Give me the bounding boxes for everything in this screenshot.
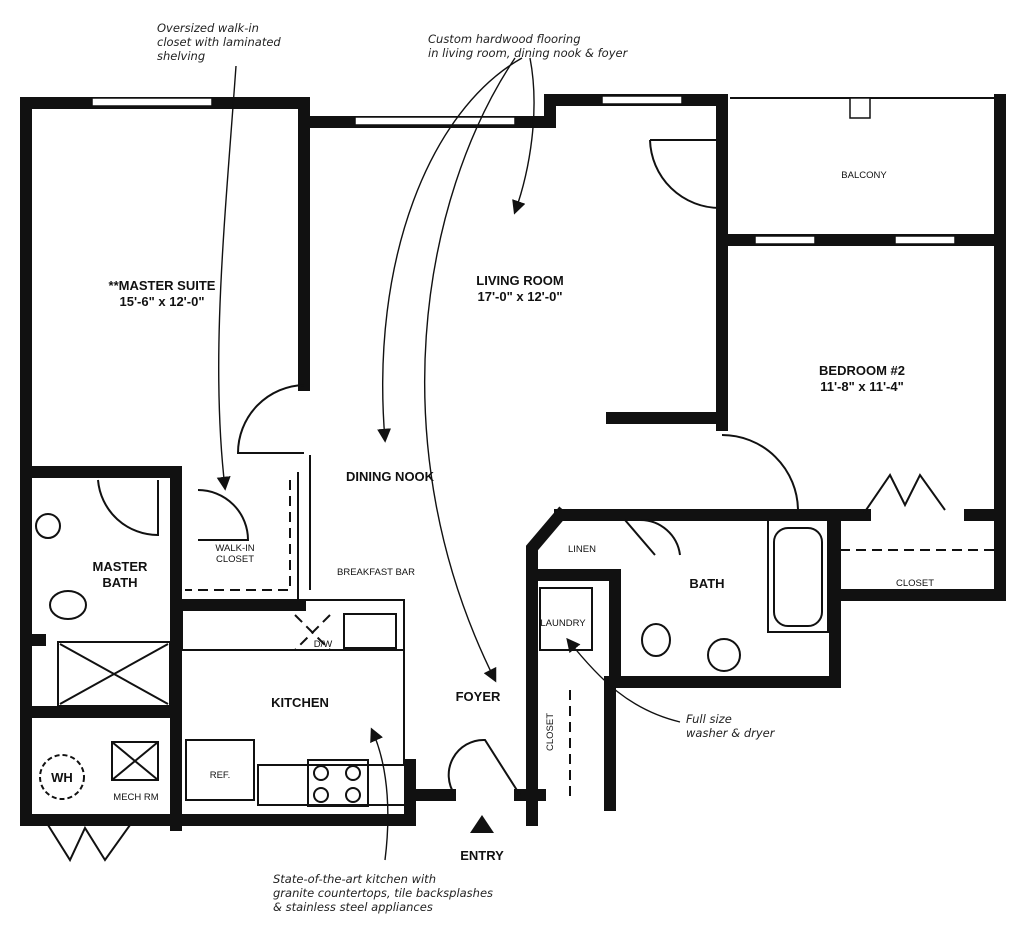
master-bath-label: MASTER [93, 559, 149, 574]
mech-room-label: MECH RM [113, 792, 158, 803]
linen-label: LINEN [568, 544, 596, 555]
windows [91, 95, 1000, 245]
master-suite-label: **MASTER SUITE [109, 278, 216, 293]
partitions [35, 455, 995, 807]
foyer-label: FOYER [456, 689, 501, 704]
svg-text:& stainless steel appliances: & stainless steel appliances [273, 900, 433, 914]
bath-label: BATH [689, 576, 724, 591]
annotation-laundry: Full size washer & dryer [686, 712, 776, 740]
bedroom2-dims: 11'-8" x 11'-4" [820, 379, 904, 394]
svg-text:Full size: Full size [686, 712, 732, 726]
svg-text:Custom hardwood flooring: Custom hardwood flooring [428, 32, 581, 46]
refrigerator-label: REF. [210, 770, 231, 781]
master-suite-dims: 15'-6" x 12'-0" [119, 294, 204, 309]
walkin-closet-label-2: CLOSET [216, 554, 254, 565]
svg-text:State-of-the-art kitchen with: State-of-the-art kitchen with [273, 872, 436, 886]
svg-text:in living room, dining nook &: in living room, dining nook & foyer [428, 46, 629, 60]
laundry-label: LAUNDRY [540, 618, 586, 629]
water-heater-label: WH [51, 770, 73, 785]
balcony-label: BALCONY [841, 170, 887, 181]
doors [47, 139, 946, 863]
svg-text:Oversized walk-in: Oversized walk-in [157, 21, 259, 35]
bedroom2-label: BEDROOM #2 [819, 363, 905, 378]
svg-text:shelving: shelving [157, 49, 205, 63]
annotation-flooring: Custom hardwood flooring in living room,… [428, 32, 629, 60]
entry-label: ENTRY [460, 848, 504, 863]
bedroom2-closet-label: CLOSET [896, 578, 934, 589]
kitchen-label: KITCHEN [271, 695, 329, 710]
annotation-walkin-closet: Oversized walk-in closet with laminated … [157, 21, 281, 63]
dishwasher-label: D/W [314, 639, 333, 650]
svg-text:washer & dryer: washer & dryer [686, 726, 776, 740]
walls [20, 94, 1006, 831]
foyer-closet-label: CLOSET [545, 713, 556, 751]
dining-nook-label: DINING NOOK [346, 469, 435, 484]
svg-text:granite countertops, tile back: granite countertops, tile backsplashes [273, 886, 493, 900]
master-bath-label-2: BATH [102, 575, 137, 590]
living-room-label: LIVING ROOM [476, 273, 563, 288]
breakfast-bar-label: BREAKFAST BAR [337, 567, 415, 578]
annotation-kitchen: State-of-the-art kitchen with granite co… [273, 872, 493, 914]
svg-text:closet with laminated: closet with laminated [157, 35, 281, 49]
walkin-closet-label: WALK-IN [215, 543, 254, 554]
annotation-arrows [216, 57, 681, 861]
living-room-dims: 17'-0" x 12'-0" [477, 289, 562, 304]
